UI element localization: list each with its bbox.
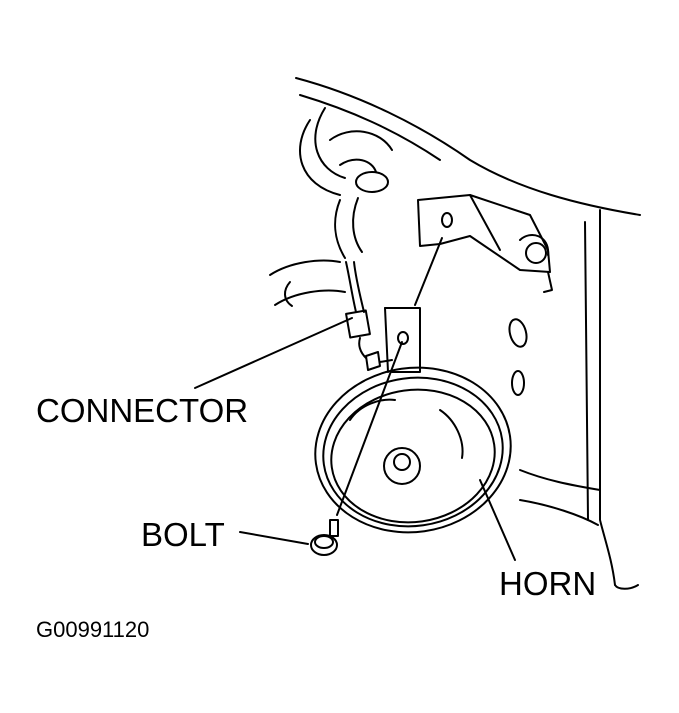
leader-lines — [194, 237, 516, 561]
connector-label: CONNECTOR — [36, 392, 249, 429]
body-holes — [508, 318, 528, 396]
horn-stay — [384, 307, 421, 373]
connector-drawing — [345, 261, 393, 371]
figure-code: G00991120 — [36, 617, 150, 642]
horn-label: HORN — [499, 565, 597, 602]
horn-drawing — [314, 366, 512, 534]
bolt-label: BOLT — [141, 516, 225, 553]
hoses — [269, 107, 393, 307]
mounting-bracket — [417, 194, 553, 293]
bolt-drawing — [310, 519, 339, 556]
vehicle-body-outline — [295, 77, 641, 590]
